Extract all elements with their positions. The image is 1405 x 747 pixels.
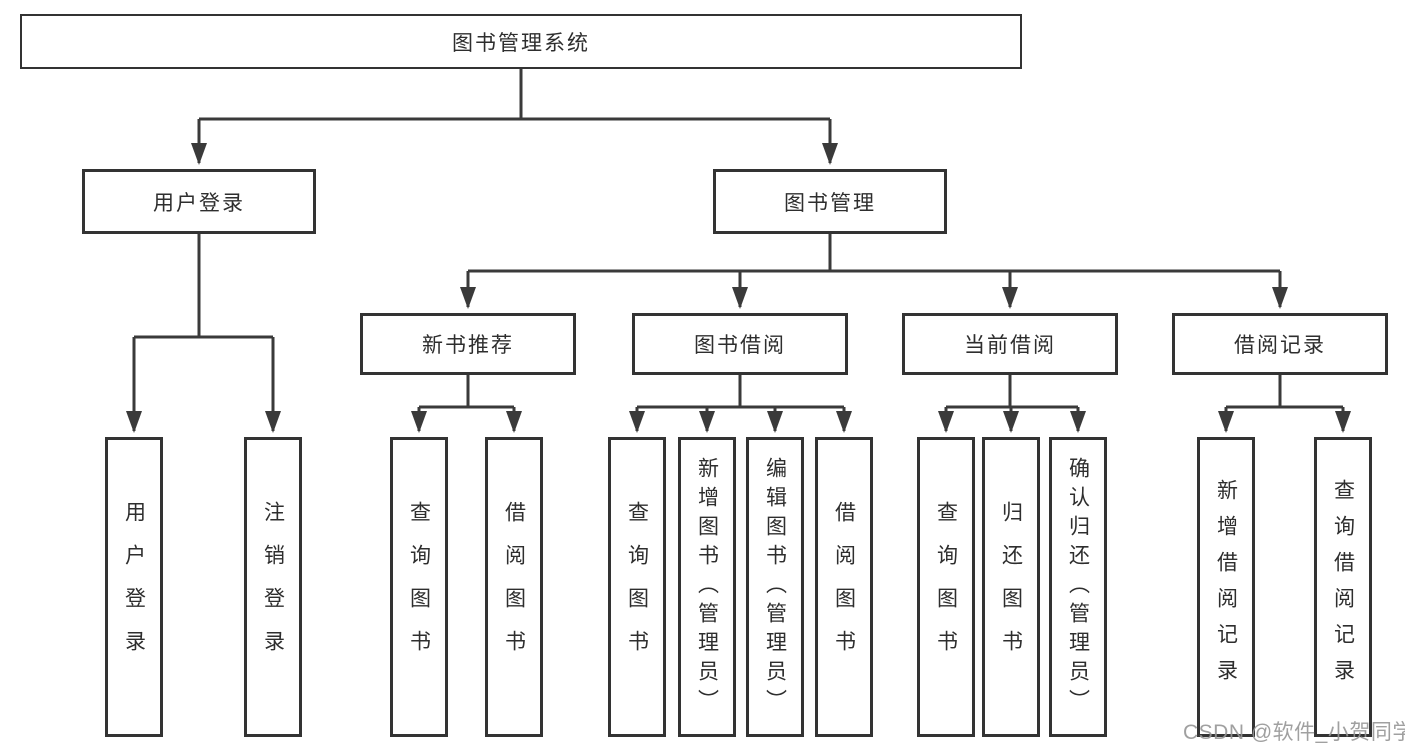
node-borrowing-records: 借阅记录 [1172,313,1388,375]
node-label: 借阅记录 [1234,334,1326,357]
node-book-management: 图书管理 [713,169,947,234]
connector-records-bus [1226,375,1343,409]
node-user-login: 用户登录 [82,169,316,234]
node-label: 图书借阅 [694,334,786,357]
leaf-current-return-book: 归还图书 [982,437,1040,737]
leaf-logout: 注销登录 [244,437,302,737]
leaf-borrowing-query-book: 查询图书 [608,437,666,737]
leaf-borrowing-borrow-book: 借阅图书 [815,437,873,737]
leaf-user-login: 用户登录 [105,437,163,737]
leaf-records-query-record: 查询借阅记录 [1314,437,1372,737]
node-label: 图书管理系统 [452,31,590,55]
leaf-records-add-record: 新增借阅记录 [1197,437,1255,737]
connector-current-bus [946,375,1078,409]
node-label: 新书推荐 [422,334,514,357]
node-label: 当前借阅 [964,334,1056,357]
node-library-management-system: 图书管理系统 [20,14,1022,69]
leaf-recommend-query-book: 查询图书 [390,437,448,737]
connector-book-management-bus [468,234,1280,273]
leaf-current-query-book: 查询图书 [917,437,975,737]
node-label: 图书管理 [784,191,876,215]
node-current-borrowing: 当前借阅 [902,313,1118,375]
connector-borrowing-bus [637,375,844,409]
watermark-text: CSDN @软件_小贺同学 [1183,721,1405,744]
leaf-current-confirm-return-admin: 确认归还（管理员） [1049,437,1107,737]
node-new-book-recommendation: 新书推荐 [360,313,576,375]
connector-recommendation-bus [419,375,514,409]
leaf-borrowing-edit-book-admin: 编辑图书（管理员） [746,437,804,737]
node-label: 用户登录 [153,191,245,215]
leaf-recommend-borrow-book: 借阅图书 [485,437,543,737]
connector-user-login-bus [134,234,273,339]
connector-root-bus [199,68,830,121]
node-book-borrowing: 图书借阅 [632,313,848,375]
leaf-borrowing-add-book-admin: 新增图书（管理员） [678,437,736,737]
